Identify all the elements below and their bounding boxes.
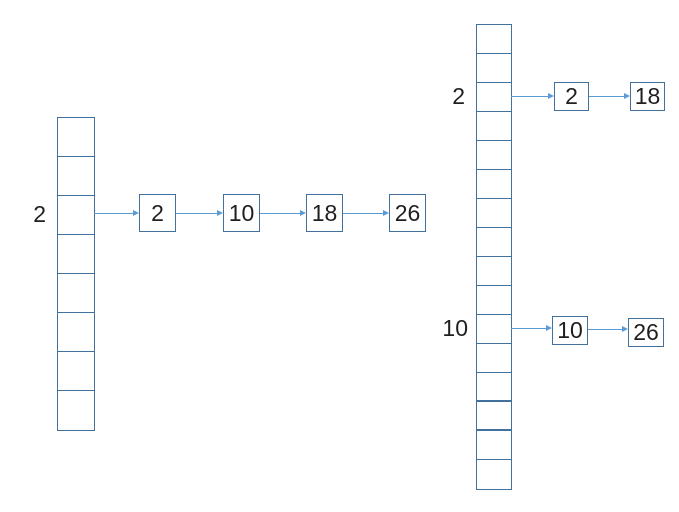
bucket-cell <box>477 54 511 83</box>
bucket-cell <box>477 286 511 315</box>
bucket-cell <box>58 391 94 430</box>
bucket-cell <box>477 141 511 170</box>
bucket-cell <box>477 460 511 489</box>
arrow-connector <box>94 209 139 218</box>
arrow-connector <box>589 92 630 101</box>
bucket-cell <box>477 25 511 54</box>
bucket-cell <box>477 199 511 228</box>
bucket-cell <box>58 118 94 157</box>
bucket-cell <box>58 157 94 196</box>
list-node: 18 <box>630 82 665 111</box>
arrow-connector <box>260 209 306 218</box>
bucket-cell <box>477 83 511 112</box>
bucket-cell <box>58 235 94 274</box>
bucket-cell <box>58 274 94 313</box>
hash-array-8-buckets <box>57 117 95 431</box>
bucket-cell <box>58 313 94 352</box>
list-node: 2 <box>139 194 176 232</box>
arrow-connector <box>343 209 389 218</box>
list-node: 26 <box>628 318 664 347</box>
bucket-cell <box>477 431 511 460</box>
bucket-cell <box>477 170 511 199</box>
hash-array-16-buckets <box>476 24 512 490</box>
bucket-cell <box>477 112 511 141</box>
arrow-connector <box>511 92 554 101</box>
bucket-cell <box>477 257 511 286</box>
arrow-connector <box>511 324 552 333</box>
bucket-cell <box>477 373 511 402</box>
bucket-index-label: 10 <box>442 315 468 341</box>
list-node: 10 <box>552 316 588 345</box>
arrow-connector <box>176 209 223 218</box>
bucket-cell <box>477 344 511 373</box>
list-node: 2 <box>554 82 589 111</box>
bucket-cell <box>58 196 94 235</box>
bucket-index-label: 2 <box>452 83 465 109</box>
bucket-index-label: 2 <box>33 201 46 227</box>
bucket-cell <box>477 228 511 257</box>
bucket-cell <box>58 352 94 391</box>
list-node: 18 <box>306 194 343 232</box>
list-node: 10 <box>223 194 260 232</box>
list-node: 26 <box>389 194 426 232</box>
arrow-connector <box>588 325 628 334</box>
bucket-cell <box>477 402 511 431</box>
bucket-cell <box>477 315 511 344</box>
